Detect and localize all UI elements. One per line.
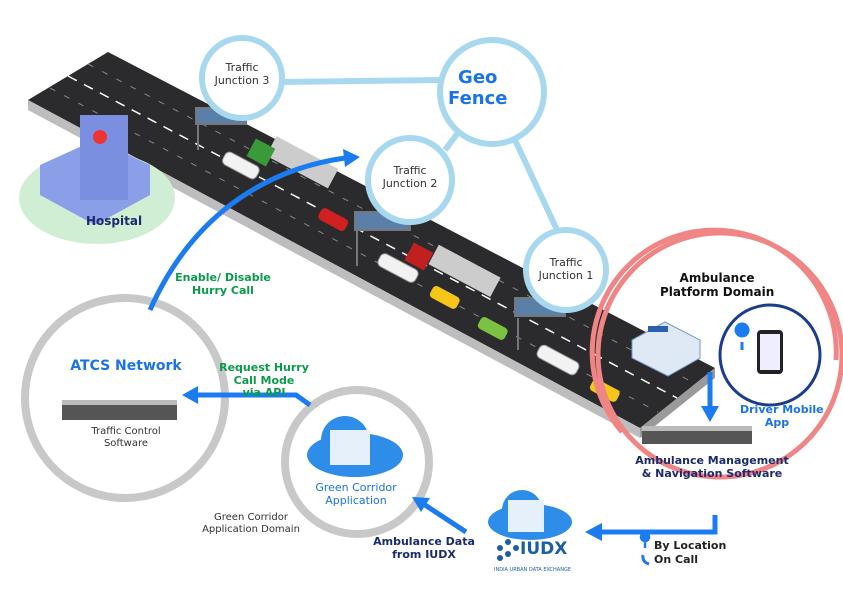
ambulance-software-label: Ambulance Management& Navigation Softwar… (635, 454, 789, 480)
iudx-logo-subtitle: INDIA URBAN DATA EXCHANGE (494, 567, 571, 573)
location-pin-icon (639, 531, 651, 549)
server-icon (62, 400, 752, 444)
road (28, 52, 715, 438)
cloud-icon (307, 416, 572, 540)
enable-disable-arrow (147, 155, 346, 312)
junction-1-circle (523, 227, 609, 313)
atcs-domain-circle (21, 294, 229, 502)
vehicles (222, 136, 620, 402)
ambulance-domain-circle (589, 227, 839, 434)
ambulance-data-arrow (423, 502, 468, 535)
junction-3-circle (199, 35, 285, 121)
phone-icon (641, 554, 650, 566)
trigger-on-call: On Call (654, 553, 699, 566)
trigger-by-location: By Location (654, 539, 727, 552)
geo-fence-circle (437, 37, 547, 147)
hospital-illustration (19, 115, 175, 244)
geo-fence-network (199, 35, 609, 313)
junction-2-circle (365, 135, 455, 225)
flow-arrows (147, 155, 718, 535)
ambulance-illustration (631, 321, 701, 377)
iudx-logo-mark (497, 539, 519, 561)
hospital-label: Hospital (86, 214, 143, 228)
iudx-logo-text: IUDX (520, 539, 568, 559)
iudx-arrow (600, 515, 718, 535)
location-pin-icon (734, 322, 750, 350)
atcs-title: ATCS Network (70, 358, 182, 374)
request-arrow (195, 392, 312, 408)
